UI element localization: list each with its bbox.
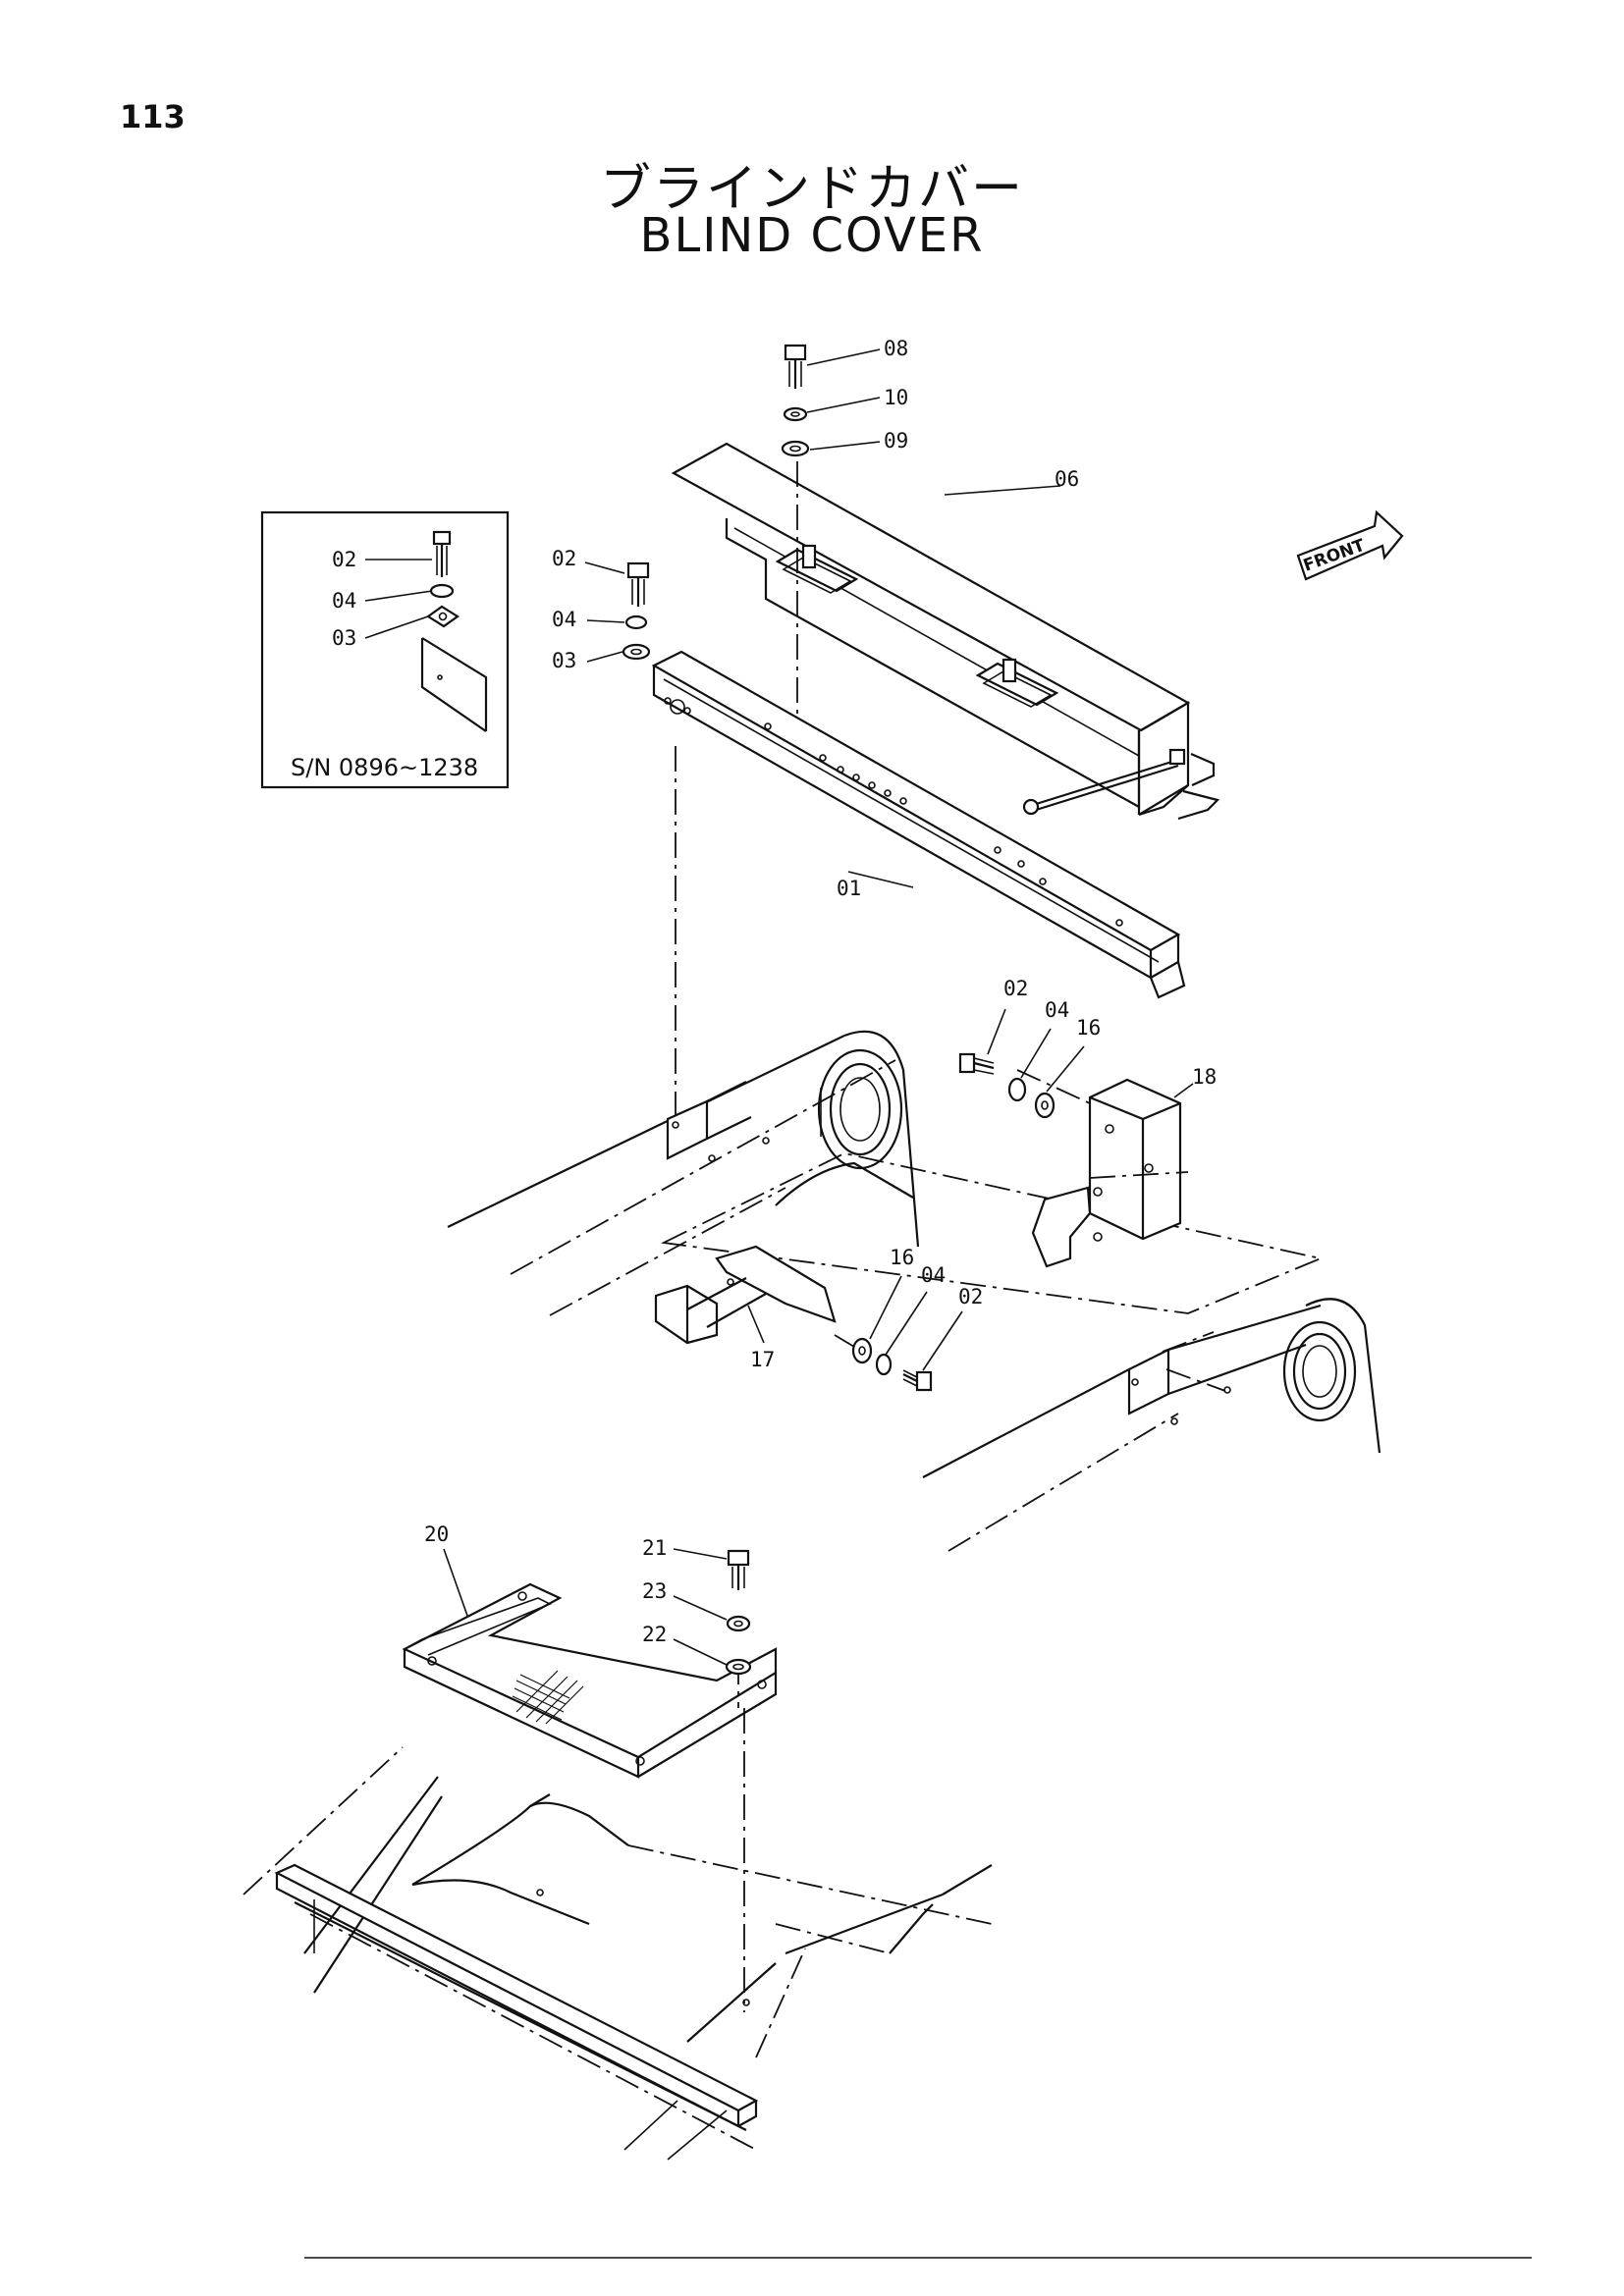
bracket-plain-washer-right xyxy=(1034,1092,1056,1119)
callout-03-rail: 03 xyxy=(552,649,576,672)
callout-22: 22 xyxy=(642,1623,667,1646)
inset-callout-03: 03 xyxy=(332,626,356,650)
machine-frame xyxy=(447,1030,1381,1552)
cover-support-rod xyxy=(1022,748,1186,816)
rail-spring-washer xyxy=(624,614,648,630)
inset-callout-02: 02 xyxy=(332,548,356,571)
callout-18: 18 xyxy=(1192,1065,1217,1089)
center-spring-washer xyxy=(875,1353,893,1376)
inset-spring-washer xyxy=(429,583,455,599)
bracket-bolt-right xyxy=(958,1052,995,1075)
mounting-channel-rail xyxy=(651,650,1186,1119)
bracket-bolt-stack-center xyxy=(834,1334,933,1392)
callout-04-center: 04 xyxy=(921,1263,946,1287)
inset-serial-range: S/N 0896~1238 xyxy=(291,754,478,781)
inset-bracket xyxy=(420,637,488,732)
cover-hinge-lower xyxy=(975,658,1059,708)
page-number: 113 xyxy=(120,98,186,135)
plate-mesh-pattern xyxy=(512,1670,584,1725)
callout-10: 10 xyxy=(884,386,908,409)
page-title-japanese: ブラインドカバー xyxy=(599,160,1024,219)
callout-20: 20 xyxy=(424,1522,449,1546)
rail-plain-washer xyxy=(622,643,651,661)
cover-hinge-bolt-stack xyxy=(781,344,810,734)
callout-09: 09 xyxy=(884,429,908,453)
lower-plate-bolt xyxy=(727,1549,750,1590)
callout-17: 17 xyxy=(750,1348,775,1371)
center-plain-washer xyxy=(851,1337,873,1364)
callout-16-right: 16 xyxy=(1076,1016,1101,1040)
inset-callout-04: 04 xyxy=(332,589,356,613)
callout-02-center: 02 xyxy=(958,1285,983,1308)
blind-cover-panel xyxy=(671,442,1220,821)
hinge-bolt xyxy=(784,344,807,389)
lower-plate-plain-washer xyxy=(725,1658,752,1676)
rail-bolt-stack xyxy=(622,561,651,661)
lower-plate-spring-washer xyxy=(726,1615,751,1632)
callout-06: 06 xyxy=(1055,467,1079,491)
hinge-plain-washer xyxy=(781,440,810,457)
callout-04-rail: 04 xyxy=(552,608,576,631)
callout-16-center: 16 xyxy=(890,1246,914,1269)
bracket-spring-washer-right xyxy=(1007,1077,1027,1102)
callout-02-rail: 02 xyxy=(552,547,576,570)
callout-01: 01 xyxy=(837,877,861,900)
lower-blind-plate xyxy=(402,1582,778,2012)
callout-23: 23 xyxy=(642,1579,667,1603)
callout-21: 21 xyxy=(642,1536,667,1560)
rail-bolt xyxy=(626,561,650,607)
right-mounting-bracket xyxy=(1016,1069,1189,1268)
hinge-spring-washer xyxy=(783,406,808,422)
inset-detail-box: 02 04 03 S/N 0896~1238 xyxy=(260,510,510,789)
callout-02-right: 02 xyxy=(1003,977,1028,1000)
front-direction-marker: FRONT xyxy=(1296,509,1404,581)
callout-08: 08 xyxy=(884,337,908,360)
callout-04-right: 04 xyxy=(1045,998,1069,1022)
bracket-bolt-stack-right xyxy=(958,1052,1056,1119)
lower-frame-structure xyxy=(243,1746,993,2161)
inset-square-plate xyxy=(426,605,460,628)
lower-plate-bolt-stack xyxy=(725,1549,752,1676)
center-bolt xyxy=(902,1369,933,1392)
inset-bolt xyxy=(432,530,452,577)
page-title-english: BLIND COVER xyxy=(639,208,985,263)
center-mounting-bracket xyxy=(654,1245,837,1345)
